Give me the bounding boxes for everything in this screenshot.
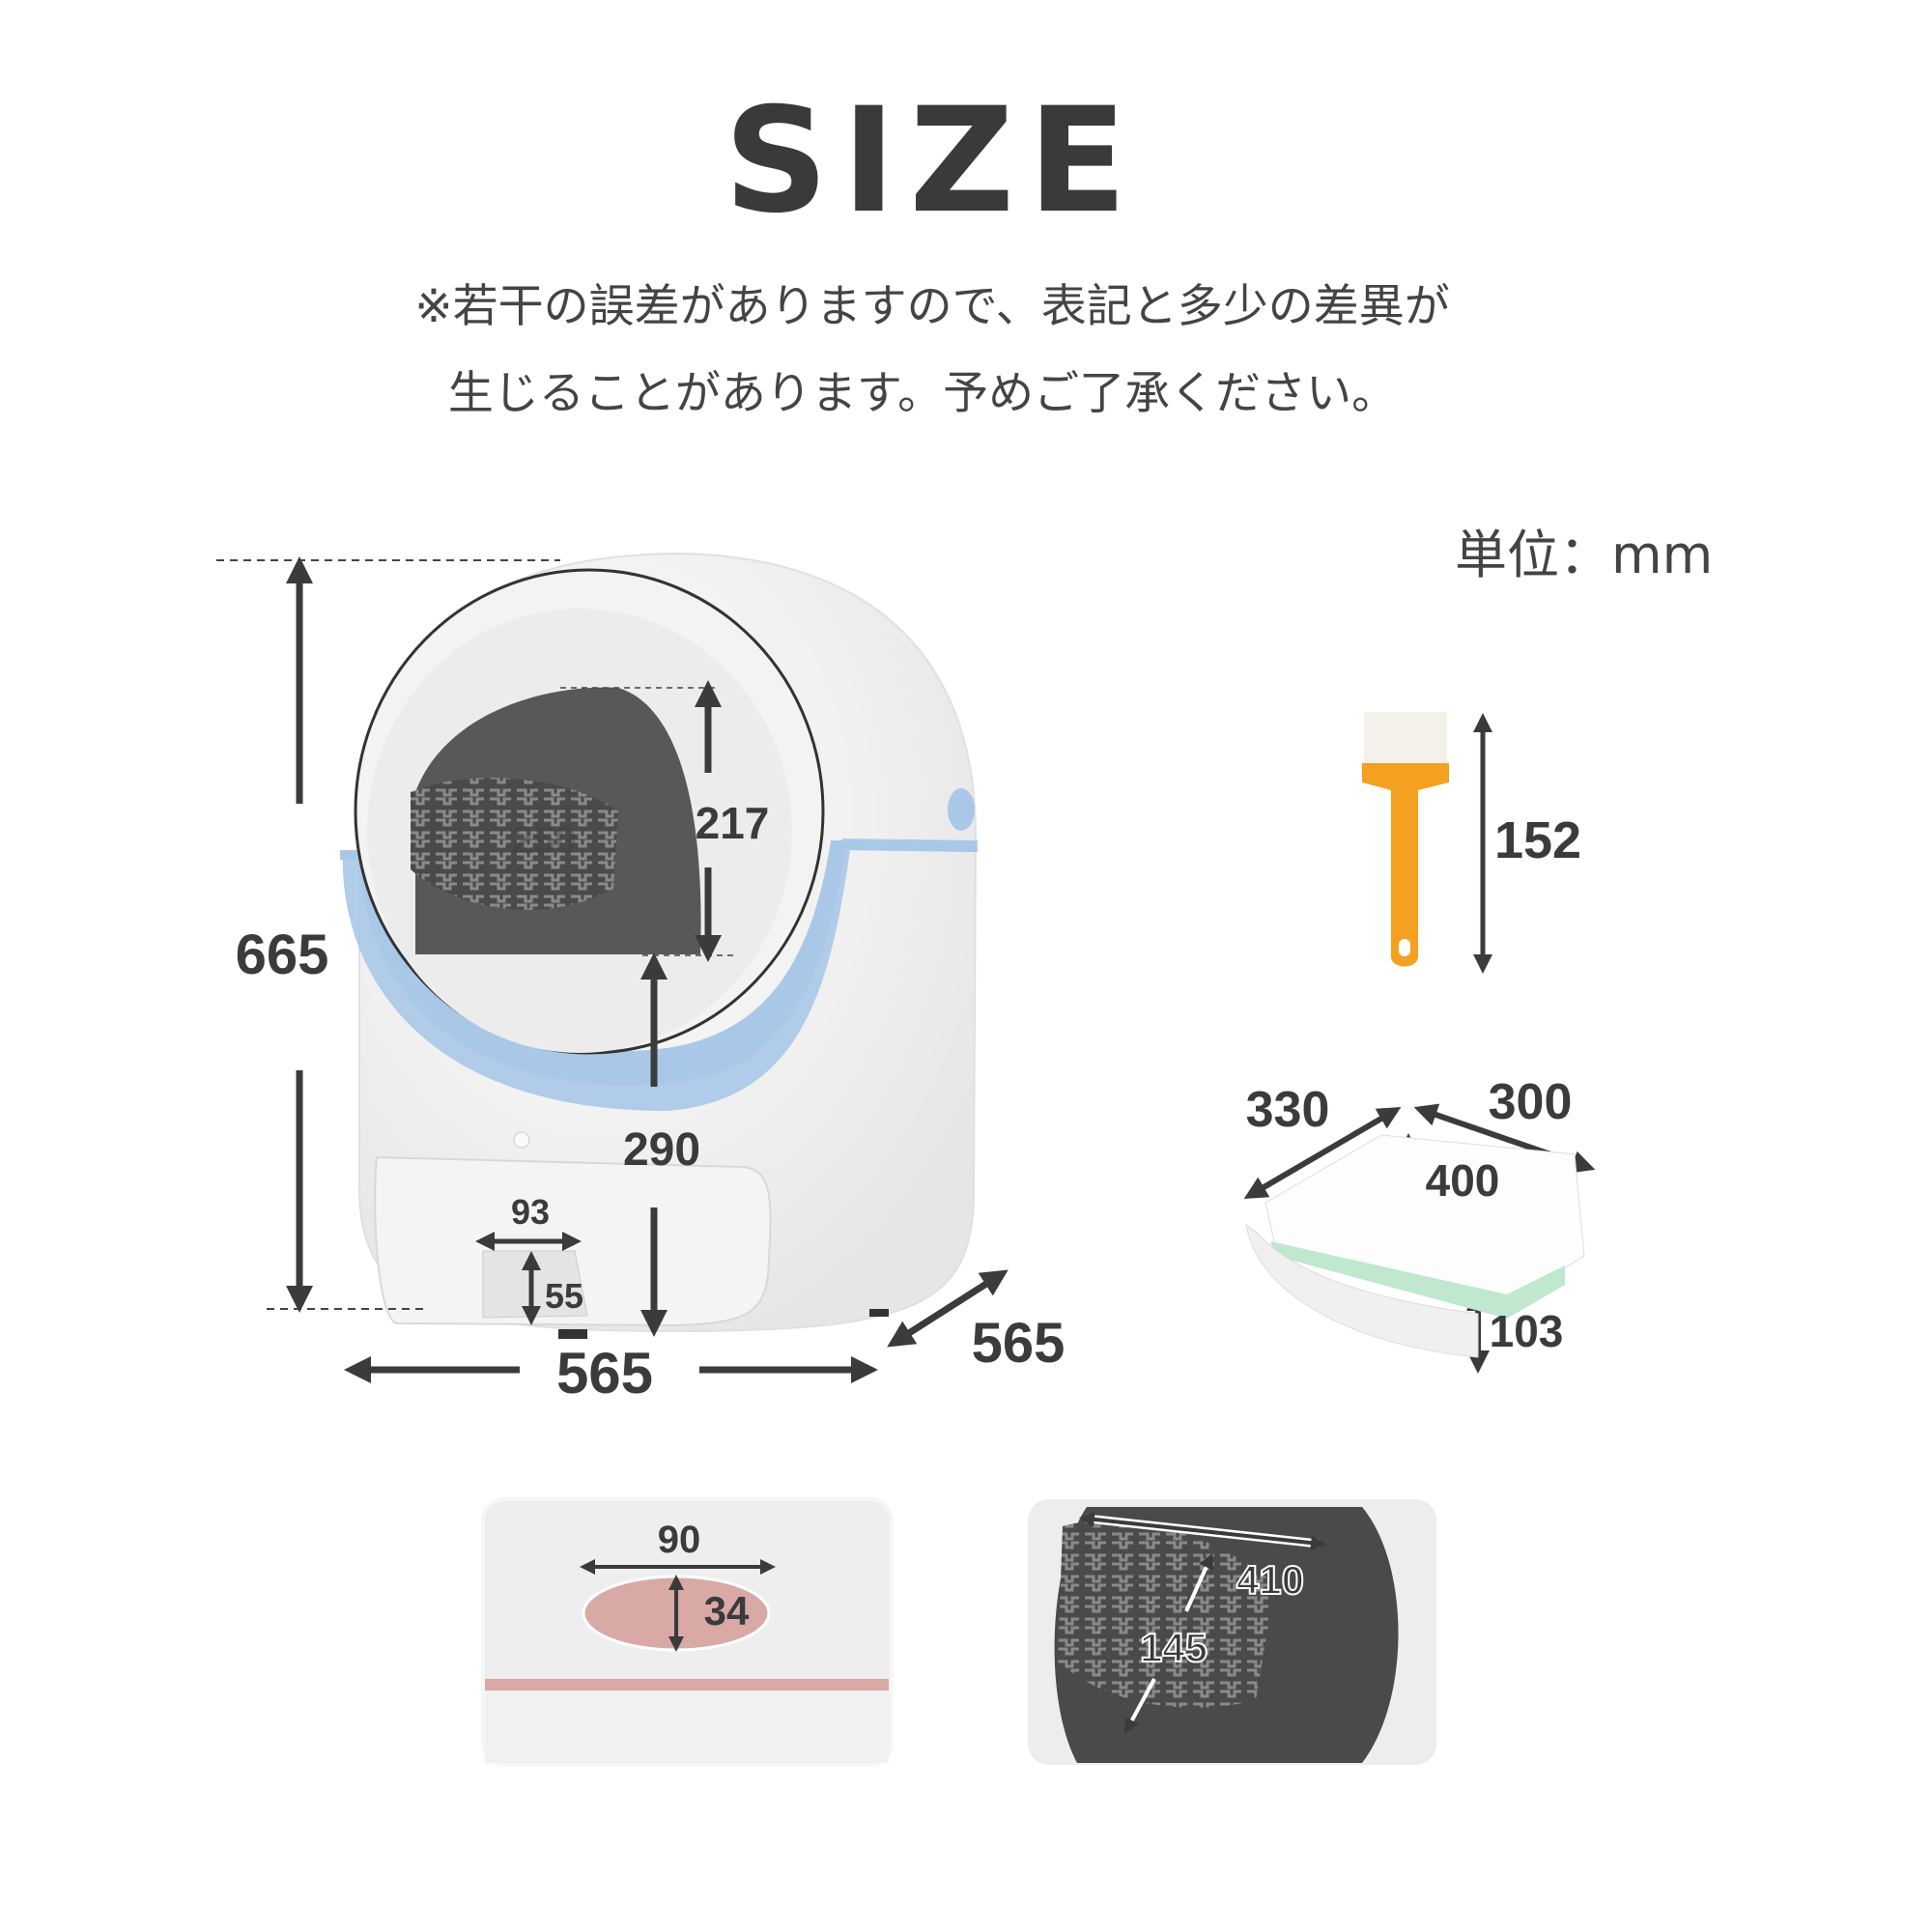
depth-arrow (887, 1269, 1009, 1348)
basket-depth-label: 145 (1140, 1625, 1208, 1670)
waste-bin-illustration (1245, 1134, 1585, 1358)
floor-height-label: 290 (623, 1124, 700, 1176)
disclaimer-line-2: 生じることがあります。予めご了承ください。 (448, 367, 1397, 420)
litter-box-illustration: 250 (340, 552, 979, 1339)
disclaimer-line-1: ※若干の誤差がありますので、表記と多少の差異が (414, 280, 1450, 333)
brush-length-label: 152 (1494, 811, 1581, 869)
handle-detail-height-label: 34 (704, 1588, 750, 1634)
bin-width-arrow (1243, 1106, 1402, 1200)
bin-width-label: 330 (1246, 1082, 1330, 1138)
handle-height-label: 55 (545, 1276, 583, 1316)
detail-panel-handle (481, 1497, 894, 1767)
bin-depth-label: 300 (1489, 1074, 1573, 1130)
bag-label: 400 (1426, 1155, 1500, 1206)
entrance-height-label: 217 (696, 798, 770, 848)
handle-detail-width-label: 90 (658, 1519, 701, 1561)
bin-height-label: 103 (1490, 1306, 1564, 1356)
basket-width-label: 410 (1236, 1557, 1304, 1603)
detail-panel-basket (1028, 1499, 1436, 1765)
brush-illustration (1362, 712, 1449, 967)
depth-label: 565 (972, 1312, 1065, 1375)
height-label: 665 (236, 923, 329, 986)
width-label: 565 (556, 1341, 653, 1406)
page-title: SIZE (724, 77, 1140, 245)
unit-label: 単位：mm (1455, 525, 1713, 585)
faint-dimension-250: 250 (512, 819, 577, 862)
handle-width-label: 93 (511, 1192, 550, 1232)
